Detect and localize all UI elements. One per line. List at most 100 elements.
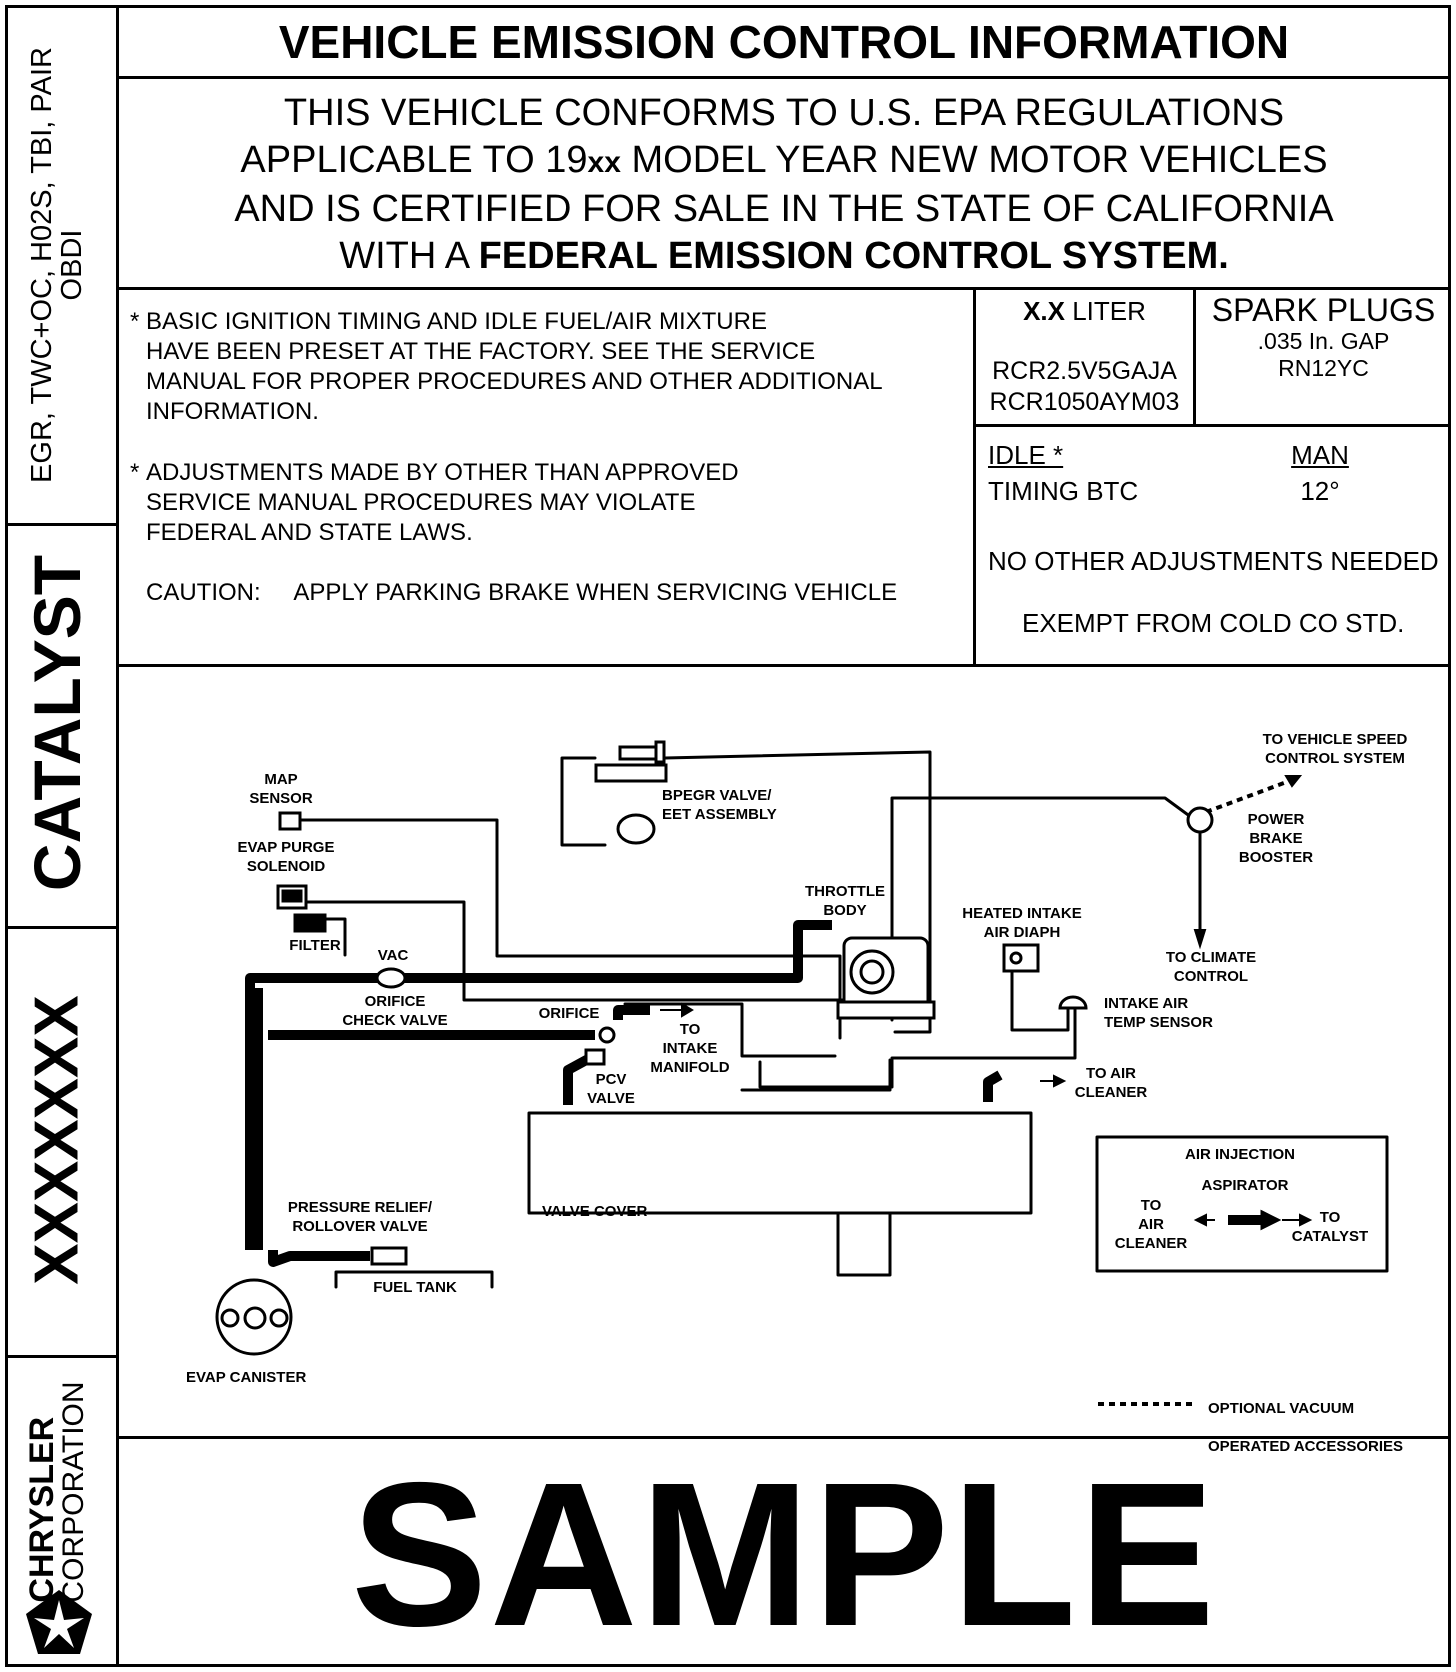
label-frame <box>5 5 1451 1667</box>
eet-assembly <box>616 813 656 845</box>
divider-statement <box>117 287 1451 290</box>
vac-orifice-check-valve <box>375 967 407 989</box>
label-valve-cover: VALVE COVER <box>542 1203 648 1220</box>
timing-label: TIMING BTC <box>988 476 1139 506</box>
label-to-climate-control: TO CLIMATE CONTROL <box>1165 949 1257 985</box>
side-strip-divider <box>5 5 119 1667</box>
arrow-to-climate <box>1193 929 1207 950</box>
hose-map-sensor <box>298 818 842 1040</box>
label-to-intake-manifold: TO INTAKE MANIFOLD <box>650 1021 730 1076</box>
divider-side-1 <box>5 523 119 526</box>
exempt-cold-co: EXEMPT FROM COLD CO STD. <box>1022 608 1405 638</box>
intake-air-temp-sensor <box>1058 995 1088 1010</box>
rollover-valve <box>370 1246 408 1266</box>
label-to-air-cleaner: TO AIR CLEANER <box>1074 1065 1148 1101</box>
note-1-text: BASIC IGNITION TIMING AND IDLE FUEL/AIR … <box>146 308 883 425</box>
label-heated-intake-air-diaph: HEATED INTAKE AIR DIAPH <box>962 905 1082 941</box>
label-orifice-check-valve: ORIFICE CHECK VALVE <box>342 993 448 1029</box>
optional-line-1: OPTIONAL VACUUM <box>1208 1400 1355 1417</box>
hose-purge-1 <box>304 900 894 1002</box>
arrow-to-air-cleaner <box>1040 1074 1067 1088</box>
displacement-unit: LITER <box>1065 296 1146 326</box>
note-2-star: * <box>130 459 140 486</box>
label-air-injection: AIR INJECTION <box>1184 1146 1295 1163</box>
hose-air-cleaner <box>983 1070 1003 1102</box>
arrow-ai-catalyst <box>1282 1213 1313 1227</box>
label-speed-control: TO VEHICLE SPEED CONTROL SYSTEM <box>1262 731 1408 767</box>
label-vac: VAC <box>377 947 409 964</box>
sample-watermark: SAMPLE <box>350 1440 1218 1669</box>
note-1: * BASIC IGNITION TIMING AND IDLE FUEL/AI… <box>130 307 883 427</box>
arrow-to-intake <box>660 1002 694 1018</box>
hose-canister-main <box>245 973 383 1250</box>
hose-to-climate-loop <box>890 1008 1077 1060</box>
label-map-sensor: MAP SENSOR <box>249 771 313 807</box>
label-pressure-relief-valve: PRESSURE RELIEF/ ROLLOVER VALVE <box>287 1199 433 1235</box>
power-brake-booster <box>1186 806 1214 834</box>
optional-line-2: OPERATED ACCESSORIES <box>1208 1438 1404 1455</box>
filter-body <box>293 913 327 933</box>
caution-text: APPLY PARKING BRAKE WHEN SERVICING VEHIC… <box>293 579 898 606</box>
label-filter: FILTER <box>289 937 341 954</box>
page-title: VEHICLE EMISSION CONTROL INFORMATION <box>278 16 1290 68</box>
hose-pcv <box>563 1053 593 1105</box>
statement-line-2c: MODEL YEAR NEW MOTOR VEHICLES <box>620 139 1328 181</box>
label-power-brake-booster: POWER BRAKE BOOSTER <box>1238 811 1314 866</box>
bpegr-valve-top <box>618 745 658 761</box>
air-injection-box <box>1095 1135 1389 1273</box>
label-ai-to-air-cleaner: TO AIR CLEANER <box>1114 1197 1188 1252</box>
label-orifice: ORIFICE <box>538 1005 600 1022</box>
map-sensor <box>278 811 302 831</box>
engine-displacement: X.X LITER <box>976 296 1193 327</box>
hose-fuel-tank <box>268 1250 370 1267</box>
label-intake-air-temp-sensor: INTAKE AIR TEMP SENSOR <box>1104 995 1213 1031</box>
spark-plug-gap: .035 In. GAP <box>1257 328 1390 354</box>
heated-intake-air-diaph-dot <box>1009 951 1023 965</box>
statement-line-3: AND IS CERTIFIED FOR SALE IN THE STATE O… <box>234 188 1334 230</box>
hose-orifice-intake <box>613 1005 650 1020</box>
label-ai-to-catalyst: TO CATALYST <box>1291 1209 1369 1245</box>
divider-side-2 <box>5 926 119 929</box>
engine-family-2: RCR1050AYM03 <box>989 388 1180 416</box>
caution-line: CAUTION: APPLY PARKING BRAKE WHEN SERVIC… <box>146 578 897 608</box>
statement-line-2a: APPLICABLE TO 19 <box>240 139 588 181</box>
pcv-valve <box>584 1048 606 1066</box>
spark-plugs: SPARK PLUGS .035 In. GAP RN12YC <box>1196 292 1451 382</box>
no-adjustments: NO OTHER ADJUSTMENTS NEEDED <box>988 546 1439 576</box>
idle-label: IDLE * <box>988 440 1064 470</box>
label-fuel-tank: FUEL TANK <box>373 1279 457 1296</box>
spark-plugs-title: SPARK PLUGS <box>1211 292 1436 328</box>
pentastar-logo <box>26 1590 92 1654</box>
hose-throttle-to-brake <box>890 796 1197 1022</box>
label-evap-canister: EVAP CANISTER <box>186 1369 307 1386</box>
divider-diagram-top <box>117 664 1451 667</box>
valve-cover <box>527 1111 1033 1215</box>
fuel-tank-bracket <box>334 1270 494 1289</box>
hose-vac-throttle <box>400 920 832 983</box>
bpegr-valve-plate <box>594 763 668 783</box>
label-optional-accessories: OPTIONAL VACUUM OPERATED ACCESSORIES <box>1208 1380 1428 1475</box>
divider-info-v2 <box>1193 287 1196 427</box>
label-evap-purge-solenoid: EVAP PURGE SOLENOID <box>237 839 335 875</box>
displacement-value: X.X <box>1023 296 1065 326</box>
divider-side-3 <box>5 1355 119 1358</box>
engine-family: RCR2.5V5GAJA RCR1050AYM03 <box>976 356 1193 418</box>
compliance-statement: THIS VEHICLE CONFORMS TO U.S. EPA REGULA… <box>117 90 1451 280</box>
valve-cover-base <box>836 1211 892 1277</box>
statement-line-4: WITH A FEDERAL EMISSION CONTROL SYSTEM. <box>117 233 1451 280</box>
note-1-star: * <box>130 308 140 335</box>
orifice-fitting <box>598 1026 616 1044</box>
hose-manifold-to-brake <box>740 1058 894 1092</box>
arrow-to-speed-control <box>1284 775 1303 788</box>
timing-degrees: 12° <box>1300 476 1340 506</box>
label-bpegr-valve: BPEGR VALVE/ EET ASSEMBLY <box>662 787 777 823</box>
note-2: * ADJUSTMENTS MADE BY OTHER THAN APPROVE… <box>130 458 739 548</box>
note-2-text: ADJUSTMENTS MADE BY OTHER THAN APPROVED … <box>146 459 739 546</box>
transmission-label: MAN <box>1291 440 1349 470</box>
divider-title <box>117 76 1451 79</box>
hose-purge-2 <box>320 917 347 957</box>
arrow-ai-air-cleaner <box>1193 1213 1215 1227</box>
hose-intake-temp <box>1010 966 1070 1032</box>
optional-speed-control <box>1205 778 1293 814</box>
